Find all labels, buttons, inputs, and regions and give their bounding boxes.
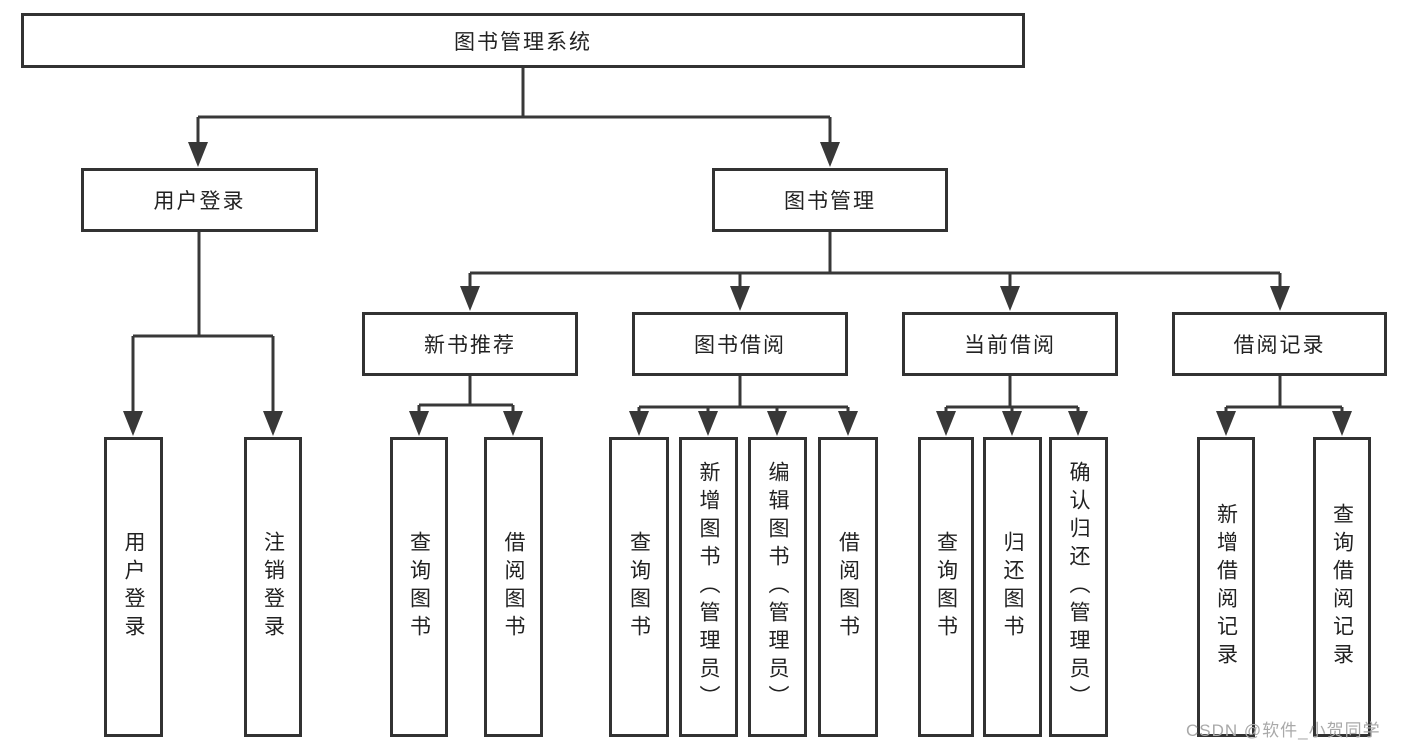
node-user-login: 用户登录 bbox=[81, 168, 318, 232]
leaf-label: 归还图书 bbox=[1001, 531, 1024, 643]
node-label: 图书借阅 bbox=[694, 334, 786, 357]
leaf-edit-book-admin: 编辑图书（管理员） bbox=[748, 437, 807, 737]
arrow-down-icon bbox=[698, 411, 718, 436]
node-label: 当前借阅 bbox=[964, 334, 1056, 357]
connector-path bbox=[131, 68, 1344, 414]
arrow-down-icon bbox=[820, 142, 840, 167]
leaf-logout: 注销登录 bbox=[244, 437, 302, 737]
leaf-label: 查询图书 bbox=[934, 531, 958, 643]
leaf-borrow-book: 借阅图书 bbox=[818, 437, 878, 737]
arrow-down-icon bbox=[730, 286, 750, 311]
arrow-down-icon bbox=[838, 411, 858, 436]
arrow-down-icon bbox=[460, 286, 480, 311]
leaf-return-book: 归还图书 bbox=[983, 437, 1042, 737]
leaf-label: 借阅图书 bbox=[502, 531, 525, 643]
leaf-add-borrow-record: 新增借阅记录 bbox=[1197, 437, 1255, 737]
arrow-down-icon bbox=[188, 142, 208, 167]
leaf-label: 确认归还（管理员） bbox=[1067, 461, 1090, 713]
leaf-confirm-return-admin: 确认归还（管理员） bbox=[1049, 437, 1108, 737]
node-label: 借阅记录 bbox=[1233, 334, 1326, 357]
arrowhead-icons bbox=[123, 142, 1352, 436]
node-borrow-records: 借阅记录 bbox=[1172, 312, 1387, 376]
arrow-down-icon bbox=[409, 411, 429, 436]
leaf-label: 注销登录 bbox=[261, 531, 285, 643]
node-book-borrowing: 图书借阅 bbox=[632, 312, 848, 376]
node-new-book-recommend: 新书推荐 bbox=[362, 312, 578, 376]
arrow-down-icon bbox=[936, 411, 956, 436]
arrow-down-icon bbox=[1068, 411, 1088, 436]
node-root-system: 图书管理系统 bbox=[21, 13, 1025, 68]
arrow-down-icon bbox=[1002, 411, 1022, 436]
arrow-down-icon bbox=[1000, 286, 1020, 311]
leaf-label: 新增借阅记录 bbox=[1214, 503, 1238, 671]
node-label: 图书管理 bbox=[784, 190, 876, 213]
leaf-query-book-borrowing: 查询图书 bbox=[609, 437, 669, 737]
arrow-down-icon bbox=[1216, 411, 1236, 436]
node-current-borrowing: 当前借阅 bbox=[902, 312, 1118, 376]
leaf-query-book-current: 查询图书 bbox=[918, 437, 974, 737]
leaf-label: 查询图书 bbox=[407, 531, 431, 643]
arrow-down-icon bbox=[1332, 411, 1352, 436]
arrow-down-icon bbox=[503, 411, 523, 436]
arrow-down-icon bbox=[263, 411, 283, 436]
leaf-label: 用户登录 bbox=[122, 531, 145, 643]
leaf-borrow-book-recommend: 借阅图书 bbox=[484, 437, 543, 737]
arrow-down-icon bbox=[1270, 286, 1290, 311]
leaf-label: 新增图书（管理员） bbox=[697, 461, 720, 713]
node-label: 用户登录 bbox=[153, 190, 246, 213]
leaf-user-login: 用户登录 bbox=[104, 437, 163, 737]
leaf-label: 编辑图书（管理员） bbox=[766, 461, 789, 713]
leaf-label: 查询借阅记录 bbox=[1330, 503, 1354, 671]
node-label: 新书推荐 bbox=[424, 334, 516, 357]
node-label: 图书管理系统 bbox=[454, 30, 592, 54]
leaf-query-book-recommend: 查询图书 bbox=[390, 437, 448, 737]
node-book-management: 图书管理 bbox=[712, 168, 948, 232]
leaf-label: 借阅图书 bbox=[836, 531, 860, 643]
arrow-down-icon bbox=[629, 411, 649, 436]
leaf-label: 查询图书 bbox=[627, 531, 651, 643]
leaf-query-borrow-record: 查询借阅记录 bbox=[1313, 437, 1371, 737]
arrow-down-icon bbox=[123, 411, 143, 436]
csdn-watermark: CSDN @软件_小贺同学 bbox=[1186, 721, 1381, 740]
arrow-down-icon bbox=[767, 411, 787, 436]
leaf-add-book-admin: 新增图书（管理员） bbox=[679, 437, 738, 737]
